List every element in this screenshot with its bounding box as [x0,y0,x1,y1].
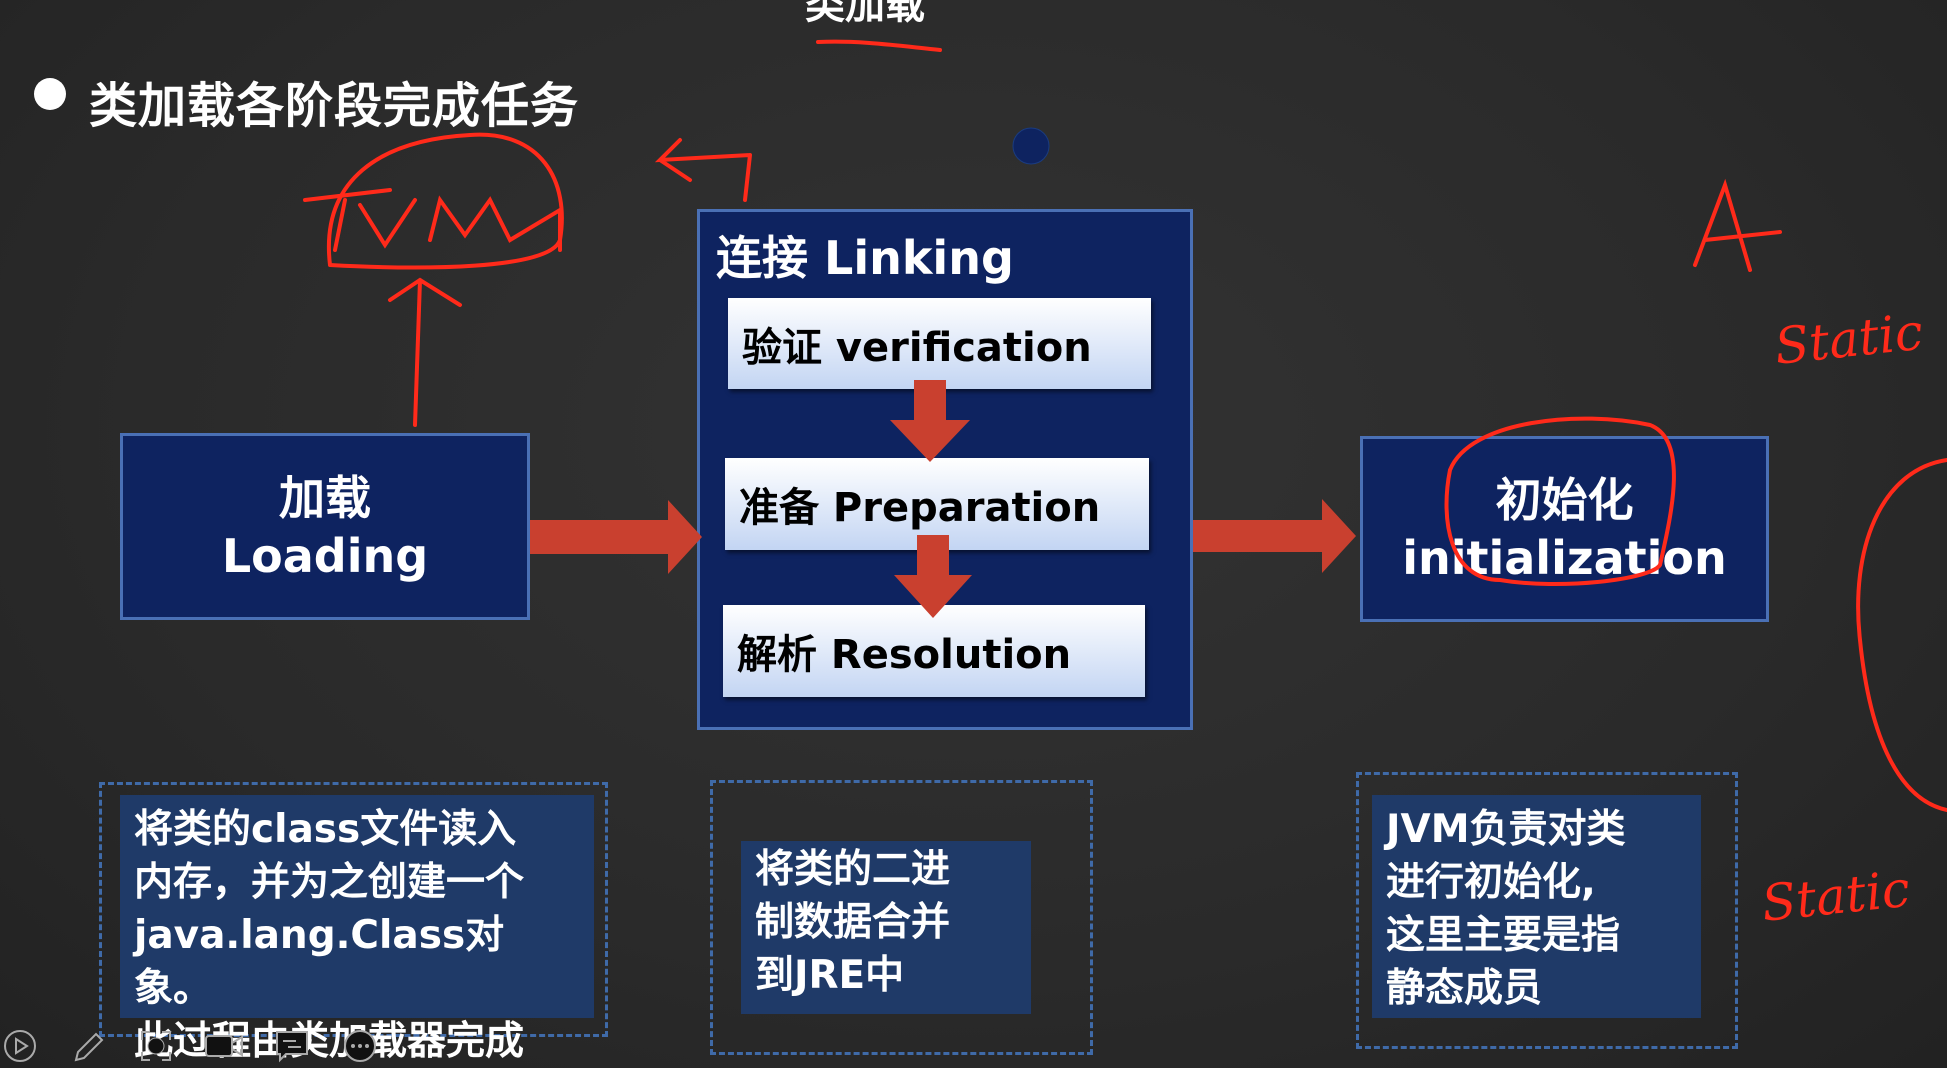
loading-en: Loading [221,528,429,583]
note-init: JVM负责对类 进行初始化, 这里主要是指 静态成员 [1372,795,1701,1018]
note-line: 到JRE中 [755,953,905,998]
note-box-init-frame [1356,772,1738,1049]
step-preparation: 准备 Preparation [725,458,1149,550]
note-line: 制数据合并 [755,900,951,945]
arrow-verify-to-prepare [890,380,970,462]
letter-a [1693,178,1782,272]
note-line: 将类的class文件读入 [134,807,517,852]
note-line: java.lang.Class对象。 [134,913,505,1011]
bullet-dot [34,78,66,110]
right-circle [1856,458,1947,812]
note-line: 此过程由类加载器完成 [134,1019,525,1064]
up-arrow [388,277,462,427]
note-line: 这里主要是指 [1386,913,1621,958]
camera-icon[interactable] [204,1026,244,1066]
arrow-loading-to-linking [530,500,702,574]
initialization-box: 初始化 initialization [1360,436,1769,622]
note-line: 将类的二进 [755,847,951,892]
play-icon[interactable] [0,1026,40,1066]
slide-title: 类加载各阶段完成任务 [89,78,580,134]
jvm-scribble [303,188,562,252]
linking-title: 连接 Linking [716,231,1014,285]
note-line: 进行初始化, [1386,860,1596,905]
focus-icon[interactable] [136,1026,176,1066]
init-cn: 初始化 [1495,473,1634,527]
cursor-dot [1012,127,1050,165]
note-line: JVM负责对类 [1386,807,1626,852]
init-circle [1444,416,1676,587]
arrow-prepare-to-resolve [894,535,972,618]
pen-icon[interactable] [68,1026,108,1066]
linking-box: 连接 Linking 验证 verification 准备 Preparatio… [697,209,1193,730]
note-loading: 将类的class文件读入 内存，并为之创建一个 java.lang.Class对… [120,795,594,1064]
note-linking: 将类的二进 制数据合并 到JRE中 [741,841,1031,1014]
jvm-circle [326,132,564,270]
step-resolution: 解析 Resolution [723,605,1145,697]
presentation-toolbar [0,1026,380,1066]
init-en: initialization [1402,531,1727,585]
comment-icon[interactable] [272,1026,312,1066]
back-arrow [654,138,752,202]
loading-cn: 加载 [279,470,371,525]
underline-top [816,39,942,52]
arrow-linking-to-init [1193,499,1356,573]
note-line: 内存，并为之创建一个 [134,860,525,905]
loading-box: 加载 Loading [120,433,530,620]
top-heading-partial: 类加载 [805,0,925,28]
more-icon[interactable] [340,1026,380,1066]
step-verification: 验证 verification [728,298,1151,389]
note-line: 静态成员 [1386,966,1543,1011]
note-box-linking-frame [710,780,1093,1055]
